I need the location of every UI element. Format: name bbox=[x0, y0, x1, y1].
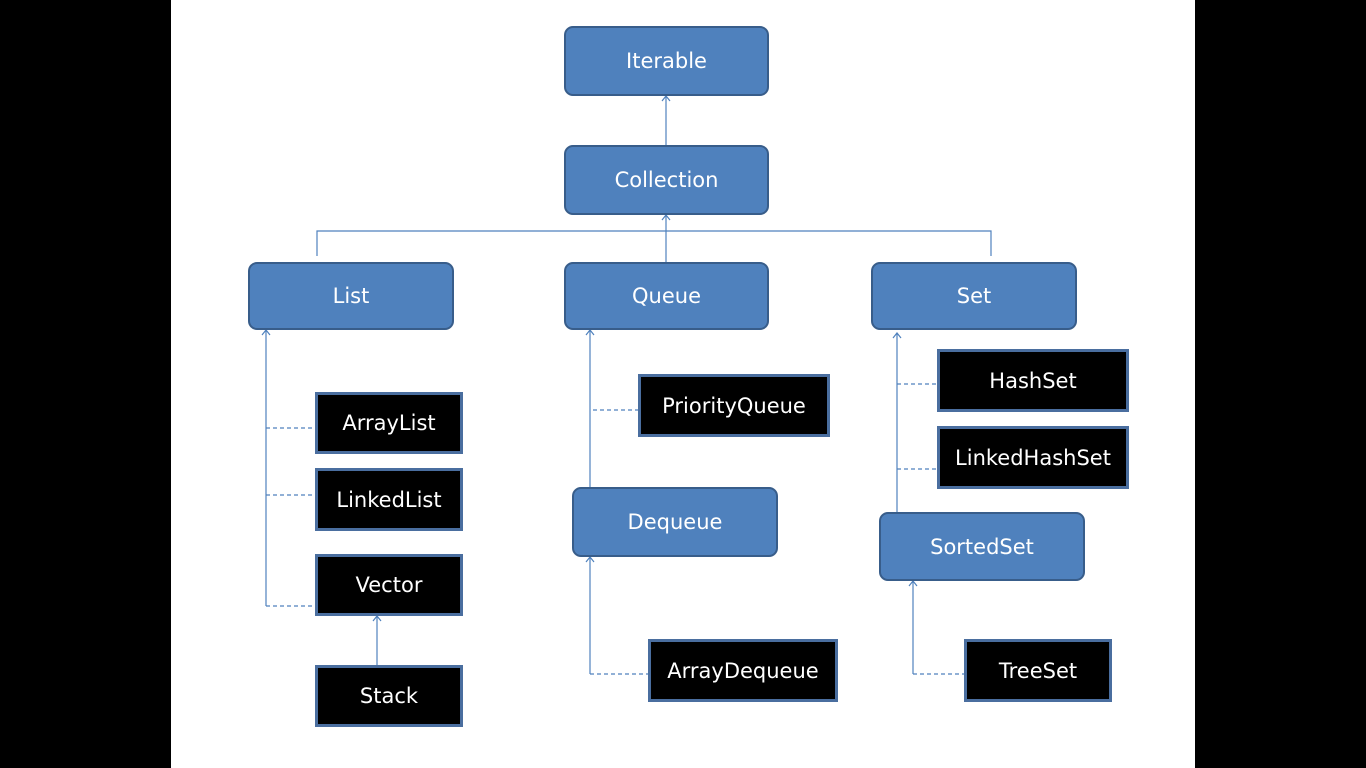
node-treeset-label: TreeSet bbox=[998, 658, 1078, 683]
node-list-label: List bbox=[332, 284, 370, 308]
node-linkedhashset-label: LinkedHashSet bbox=[955, 445, 1111, 470]
node-collection: Collection bbox=[564, 145, 769, 215]
node-set-label: Set bbox=[956, 284, 992, 308]
node-iterable-label: Iterable bbox=[626, 49, 707, 73]
node-linkedhashset: LinkedHashSet bbox=[937, 426, 1129, 489]
edge-list-collection bbox=[316, 230, 992, 256]
node-sortedset: SortedSet bbox=[879, 512, 1085, 581]
node-queue-label: Queue bbox=[632, 284, 701, 308]
node-vector: Vector bbox=[315, 554, 463, 616]
node-dequeue-label: Dequeue bbox=[627, 510, 723, 534]
node-stack-label: Stack bbox=[359, 684, 419, 708]
node-arraylist-label: ArrayList bbox=[342, 411, 436, 435]
node-queue: Queue bbox=[564, 262, 769, 330]
node-linkedlist: LinkedList bbox=[315, 468, 463, 531]
node-set: Set bbox=[871, 262, 1077, 330]
node-hashset: HashSet bbox=[937, 349, 1129, 412]
node-iterable: Iterable bbox=[564, 26, 769, 96]
node-stack: Stack bbox=[315, 665, 463, 727]
node-sortedset-label: SortedSet bbox=[930, 534, 1034, 559]
node-arraydequeue-label: ArrayDequeue bbox=[667, 658, 819, 683]
node-list: List bbox=[248, 262, 454, 330]
node-priorityqueue-label: PriorityQueue bbox=[662, 393, 806, 418]
node-vector-label: Vector bbox=[355, 573, 423, 597]
node-arraydequeue: ArrayDequeue bbox=[648, 639, 838, 702]
node-arraylist: ArrayList bbox=[315, 392, 463, 454]
node-collection-label: Collection bbox=[614, 168, 719, 192]
node-priorityqueue: PriorityQueue bbox=[638, 374, 830, 437]
node-hashset-label: HashSet bbox=[989, 368, 1077, 393]
node-linkedlist-label: LinkedList bbox=[336, 487, 442, 512]
node-dequeue: Dequeue bbox=[572, 487, 778, 557]
node-treeset: TreeSet bbox=[964, 639, 1112, 702]
